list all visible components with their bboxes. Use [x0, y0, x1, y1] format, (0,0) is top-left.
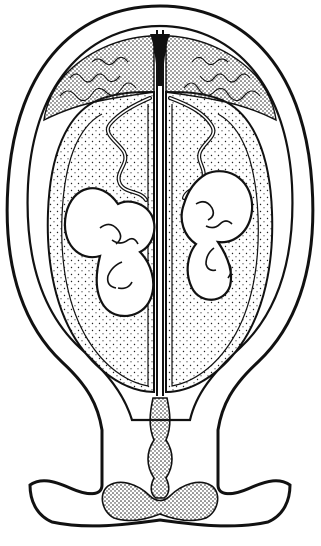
cervical-canal [148, 398, 172, 498]
